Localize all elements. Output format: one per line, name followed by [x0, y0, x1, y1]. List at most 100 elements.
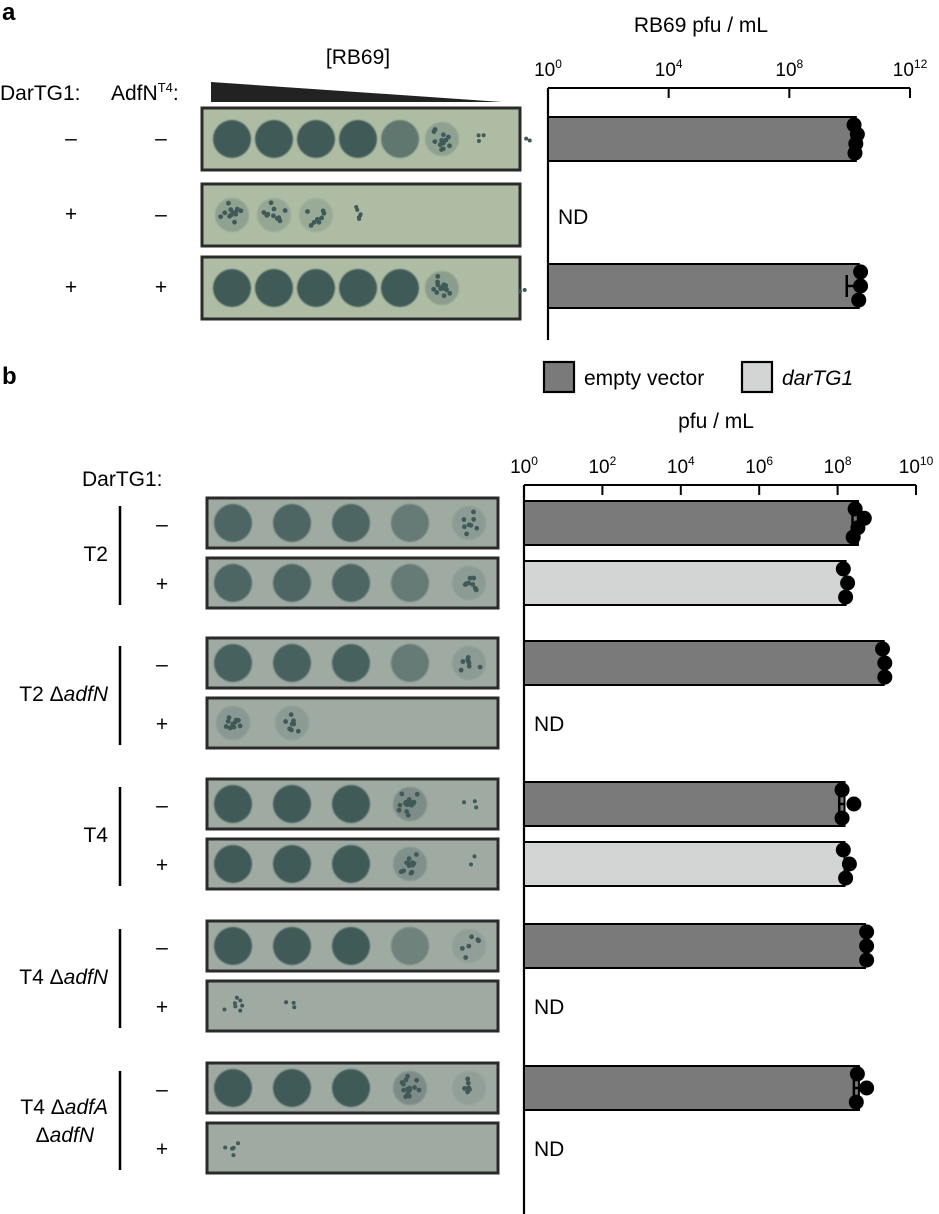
plaque: [462, 524, 467, 530]
lysis-spot: [332, 644, 370, 682]
plaque: [283, 719, 289, 724]
plaque: [261, 210, 267, 215]
data-point: [847, 145, 863, 161]
data-point: [840, 575, 856, 591]
lysis-spot: [339, 269, 377, 307]
dartg1-sign: –: [65, 127, 77, 150]
plaque: [222, 210, 228, 216]
plaque: [412, 1085, 417, 1090]
data-point: [846, 796, 862, 812]
plaque: [356, 215, 361, 220]
plaque: [431, 286, 437, 292]
plaque: [405, 812, 411, 818]
plaque: [284, 1000, 289, 1005]
lysis-spot: [214, 1069, 252, 1107]
bar: [547, 116, 857, 162]
spot-plate: [205, 1121, 500, 1175]
bar: [523, 923, 866, 969]
lysis-spot: [214, 504, 252, 542]
lysis-spot: [391, 564, 429, 602]
bar: [523, 841, 846, 887]
plaque: [407, 1087, 413, 1093]
plaque: [524, 136, 529, 141]
plaque: [291, 1000, 296, 1005]
plaque: [476, 133, 481, 138]
plaque: [458, 667, 464, 673]
plaque: [435, 279, 440, 285]
plaque: [416, 1087, 422, 1093]
plaque: [474, 805, 479, 810]
dartg1-sign: –: [156, 936, 168, 959]
dartg1-sign: +: [65, 276, 77, 299]
data-point: [849, 1066, 865, 1082]
lysis-spot: [273, 564, 311, 602]
data-point: [835, 842, 851, 858]
panel-a-dartg1-column-label: DarTG1:: [0, 82, 81, 105]
plaque: [414, 1077, 420, 1083]
dilution-wedge: [211, 82, 502, 102]
plaque: [461, 517, 467, 522]
plaque: [413, 852, 419, 857]
data-point: [851, 292, 867, 308]
dartg1-sign: +: [65, 203, 77, 226]
plaque: [467, 575, 473, 581]
data-point: [877, 669, 893, 685]
plaque: [319, 215, 325, 221]
adfn-sign: +: [155, 276, 167, 299]
plaque: [271, 213, 276, 219]
data-point: [859, 924, 875, 940]
plaque: [408, 870, 414, 876]
plaque: [396, 807, 402, 813]
plaque: [316, 219, 322, 225]
lysis-spot: [332, 845, 370, 883]
plaque: [238, 208, 244, 214]
plaque: [471, 575, 477, 581]
plaque: [435, 273, 441, 279]
plaque: [462, 1086, 467, 1091]
panel-a-plates: ––+–++: [65, 106, 532, 321]
lysis-spot: [255, 269, 293, 307]
phage-name-line2: ΔadfN: [36, 1124, 95, 1147]
spot-plate: [205, 696, 500, 750]
plaque: [465, 659, 471, 664]
data-point: [877, 655, 893, 671]
lysis-spot: [339, 120, 377, 158]
plaque: [288, 712, 294, 718]
lysis-spot: [297, 269, 335, 307]
nd-label: ND: [534, 996, 564, 1019]
plaque: [228, 207, 234, 213]
plaque: [465, 1080, 471, 1086]
lysis-spot: [214, 564, 252, 602]
data-point: [838, 589, 854, 605]
bar: [547, 263, 860, 309]
lysis-spot: [273, 644, 311, 682]
data-point: [834, 782, 850, 798]
plaque: [465, 1076, 471, 1082]
data-point: [847, 501, 863, 517]
lysis-spot: [213, 269, 251, 307]
lysis-spot: [332, 504, 370, 542]
x-tick-label: 1012: [893, 57, 928, 81]
lysis-spot: [214, 927, 252, 965]
phage-name: T4 ΔadfN: [19, 966, 109, 989]
dartg1-sign: –: [156, 794, 168, 817]
lysis-spot: [299, 198, 333, 232]
bar: [523, 1065, 860, 1111]
plaque: [276, 215, 282, 221]
data-point: [853, 264, 869, 280]
panel-a-adfn-column-label: AdfNT4:: [111, 80, 179, 105]
lysis-spot: [214, 785, 252, 823]
plaque: [271, 206, 277, 212]
plaque: [292, 1005, 297, 1010]
plaque: [238, 1008, 243, 1013]
plaque: [432, 139, 438, 144]
plaque: [462, 800, 467, 805]
dartg1-sign: –: [156, 1078, 168, 1101]
plaque: [295, 728, 301, 734]
plaque: [472, 585, 478, 591]
plaque: [471, 516, 477, 522]
plaque: [228, 212, 234, 218]
plaque: [472, 854, 477, 859]
